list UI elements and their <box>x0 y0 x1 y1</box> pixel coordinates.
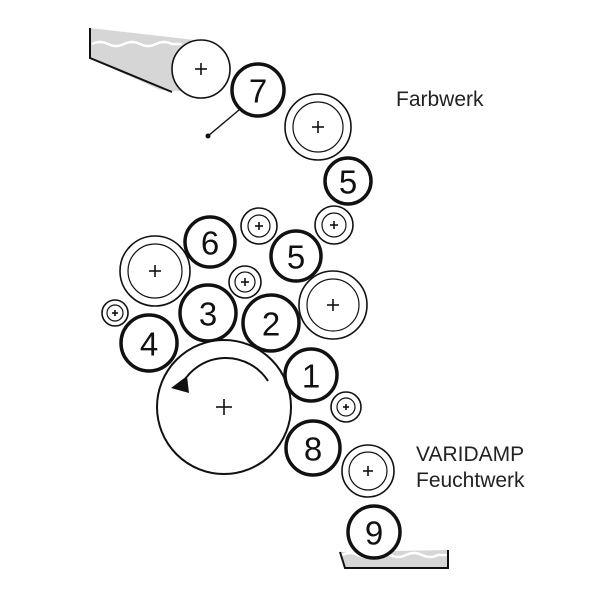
dampening-unit-label: Feuchtwerk <box>416 469 525 492</box>
roller-5-upper: 5 <box>323 156 373 206</box>
roller-1: 1 <box>283 347 339 403</box>
dampening-distribution-roller <box>341 444 395 498</box>
roller-5-lower-number: 5 <box>287 239 305 276</box>
roller-7-ductor: 7 <box>205 62 286 139</box>
roller-8-number: 8 <box>304 431 322 468</box>
large-distribution-roller-right <box>298 270 368 340</box>
inking-unit-label: Farbwerk <box>396 88 484 111</box>
roller-5-lower: 5 <box>269 229 323 283</box>
roller-7-number: 7 <box>249 73 267 110</box>
roller-3-number: 3 <box>199 296 217 333</box>
small-rider-roller-far-left <box>101 299 129 327</box>
roller-3: 3 <box>178 283 238 343</box>
roller-9: 9 <box>346 504 402 560</box>
dampening-brand-label: VARIDAMP <box>416 443 524 466</box>
roller-6: 6 <box>183 215 237 269</box>
rotation-arrow-icon <box>181 356 269 385</box>
roller-8: 8 <box>284 419 342 477</box>
roller-2-number: 2 <box>262 306 280 343</box>
small-rider-roller-mid <box>240 207 278 245</box>
ink-fountain <box>89 28 195 93</box>
small-rider-roller-center <box>228 265 262 299</box>
small-rider-roller-dampening <box>330 391 362 423</box>
roller-2: 2 <box>241 293 301 353</box>
ink-distribution-roller-top <box>284 93 352 161</box>
ink-fountain-roller <box>171 39 231 99</box>
roller-5-upper-number: 5 <box>339 164 357 201</box>
small-rider-roller-right <box>314 205 354 245</box>
roller-1-number: 1 <box>302 358 320 395</box>
roller-4-number: 4 <box>140 326 158 363</box>
plate-cylinder <box>156 339 292 475</box>
rotation-arrowhead-icon <box>171 376 189 393</box>
large-distribution-roller-left <box>119 235 191 307</box>
roller-6-number: 6 <box>201 225 219 262</box>
roller-9-number: 9 <box>365 515 383 552</box>
roller-4: 4 <box>119 313 179 373</box>
